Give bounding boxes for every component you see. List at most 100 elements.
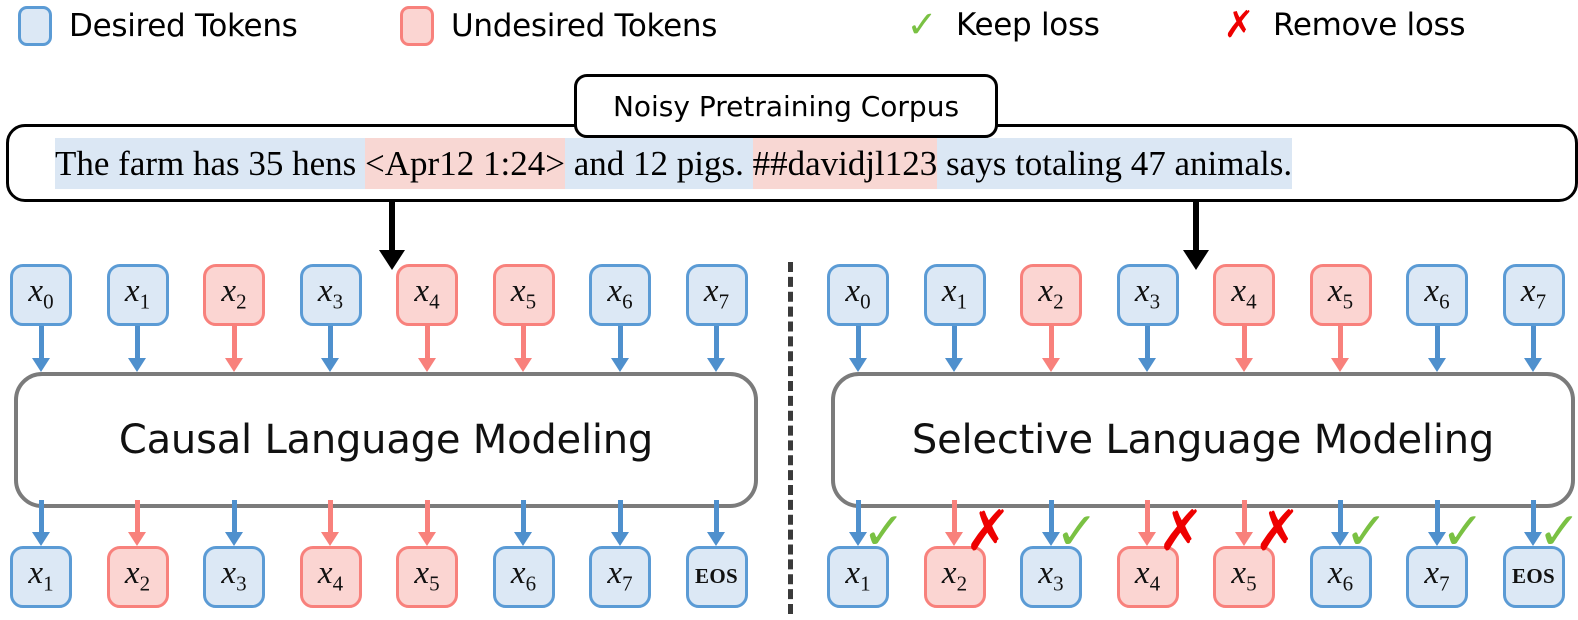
arrow-shaft [1531,326,1536,360]
arrow-shaft [521,500,526,534]
input-token-label-slm-2: x2 [1038,273,1064,314]
output-token-clm-1[interactable]: x2 [106,546,169,608]
arrow-shaft [38,326,44,360]
input-token-clm-6[interactable]: x6 [589,264,651,326]
output-token-label-slm-3: x4 [1134,555,1161,596]
arrow-head [514,532,532,546]
arrow-shaft [389,198,395,250]
input-token-slm-7[interactable]: x7 [1502,264,1565,326]
arrow-shaft [1048,500,1054,534]
output-token-label-slm-6: x7 [1424,555,1450,596]
output-token-label-slm-7: EOS [1512,563,1555,588]
arrow-head [848,358,867,372]
corpus-segment-3: ##davidjl123 [752,137,938,189]
arrow-head [945,532,963,546]
legend-desired-tokens-label: Desired Tokens [69,8,298,44]
arrow-head [417,358,436,372]
arrow-head [1234,532,1253,546]
model-label-clm: Causal Language Modeling [118,417,654,463]
arrow-shaft [1338,326,1343,360]
input-token-label-slm-1: x1 [941,273,968,314]
arrow-head [848,532,867,546]
arrow-head [417,532,436,546]
arrow-head [1331,532,1349,546]
arrow-head [610,358,629,372]
arrow-shaft [617,500,623,534]
legend-remove-loss-label: Remove loss [1273,6,1466,43]
input-token-slm-1[interactable]: x1 [923,264,986,326]
arrow-shaft [1434,326,1440,360]
arrow-shaft [1048,326,1054,360]
legend-desired-tokens-swatch [18,6,52,46]
output-token-clm-5[interactable]: x6 [492,546,555,608]
output-token-label-slm-1: x2 [941,555,968,596]
panel-divider [788,262,793,614]
input-token-label-clm-6: x6 [607,273,633,314]
legend-undesired-tokens: Undesired Tokens [400,6,717,46]
input-token-label-slm-7: x7 [1520,273,1547,314]
corpus-tag-label: Noisy Pretraining Corpus [612,89,960,123]
output-token-clm-0[interactable]: x1 [10,546,72,608]
output-token-slm-2[interactable]: x3 [1020,546,1082,608]
arrow-head [707,358,725,372]
corpus-text: The farm has 35 hens <Apr12 1:24> and 12… [55,137,1293,189]
output-token-label-clm-0: x1 [28,555,54,596]
input-token-slm-5[interactable]: x5 [1309,264,1372,326]
input-token-clm-1[interactable]: x1 [106,264,169,326]
arrow-head [224,358,243,372]
input-token-clm-4[interactable]: x4 [396,264,458,326]
output-token-clm-3[interactable]: x4 [299,546,362,608]
arrow-shaft [135,326,140,360]
arrow-shaft [1531,500,1536,534]
arrow-head [31,532,50,546]
output-token-label-clm-3: x4 [317,555,344,596]
input-token-slm-6[interactable]: x6 [1406,264,1468,326]
output-token-clm-6[interactable]: x7 [589,546,651,608]
output-token-slm-3[interactable]: x4 [1116,546,1179,608]
arrow-head [514,358,532,372]
input-token-slm-2[interactable]: x2 [1020,264,1082,326]
input-token-clm-7[interactable]: x7 [685,264,748,326]
arrow-head [1183,250,1209,270]
input-token-slm-4[interactable]: x4 [1213,264,1275,326]
output-token-clm-2[interactable]: x3 [203,546,265,608]
input-token-clm-3[interactable]: x3 [299,264,362,326]
input-token-clm-5[interactable]: x5 [492,264,555,326]
remove-loss-cross-icon-slm-1: ✗ [964,499,1012,564]
input-token-clm-0[interactable]: x0 [10,264,72,326]
arrow-head [1524,532,1542,546]
output-token-label-clm-4: x5 [414,555,440,596]
arrow-shaft [328,326,333,360]
output-token-slm-5[interactable]: x6 [1309,546,1372,608]
output-token-label-slm-2: x3 [1038,555,1064,596]
arrow-shaft [952,326,957,360]
output-token-clm-4[interactable]: x5 [396,546,458,608]
arrow-shaft [1338,500,1343,534]
arrow-head [321,532,339,546]
output-token-label-slm-4: x5 [1231,555,1257,596]
arrow-shaft [424,500,430,534]
arrow-shaft [38,500,44,534]
output-token-slm-0[interactable]: x1 [827,546,889,608]
arrow-shaft [328,500,333,534]
remove-loss-cross-icon-slm-4: ✗ [1254,499,1301,564]
input-token-slm-0[interactable]: x0 [827,264,889,326]
arrow-head [379,250,405,270]
output-token-slm-6[interactable]: x7 [1406,546,1468,608]
legend-undesired-tokens-label: Undesired Tokens [451,8,718,44]
arrow-shaft [231,326,237,360]
output-token-clm-7[interactable]: EOS [685,546,748,608]
arrow-head [1427,532,1446,546]
input-token-slm-3[interactable]: x3 [1116,264,1179,326]
output-token-label-clm-6: x7 [607,555,633,596]
arrow-head [1427,358,1446,372]
model-block-slm: Selective Language Modeling [831,372,1575,508]
output-token-slm-4[interactable]: x5 [1213,546,1275,608]
input-token-clm-2[interactable]: x2 [203,264,265,326]
arrow-head [128,358,146,372]
corpus-tag: Noisy Pretraining Corpus [574,74,998,138]
output-token-slm-1[interactable]: x2 [923,546,986,608]
output-token-slm-7[interactable]: EOS [1502,546,1565,608]
input-token-label-clm-2: x2 [221,273,247,314]
arrow-head [1138,358,1156,372]
